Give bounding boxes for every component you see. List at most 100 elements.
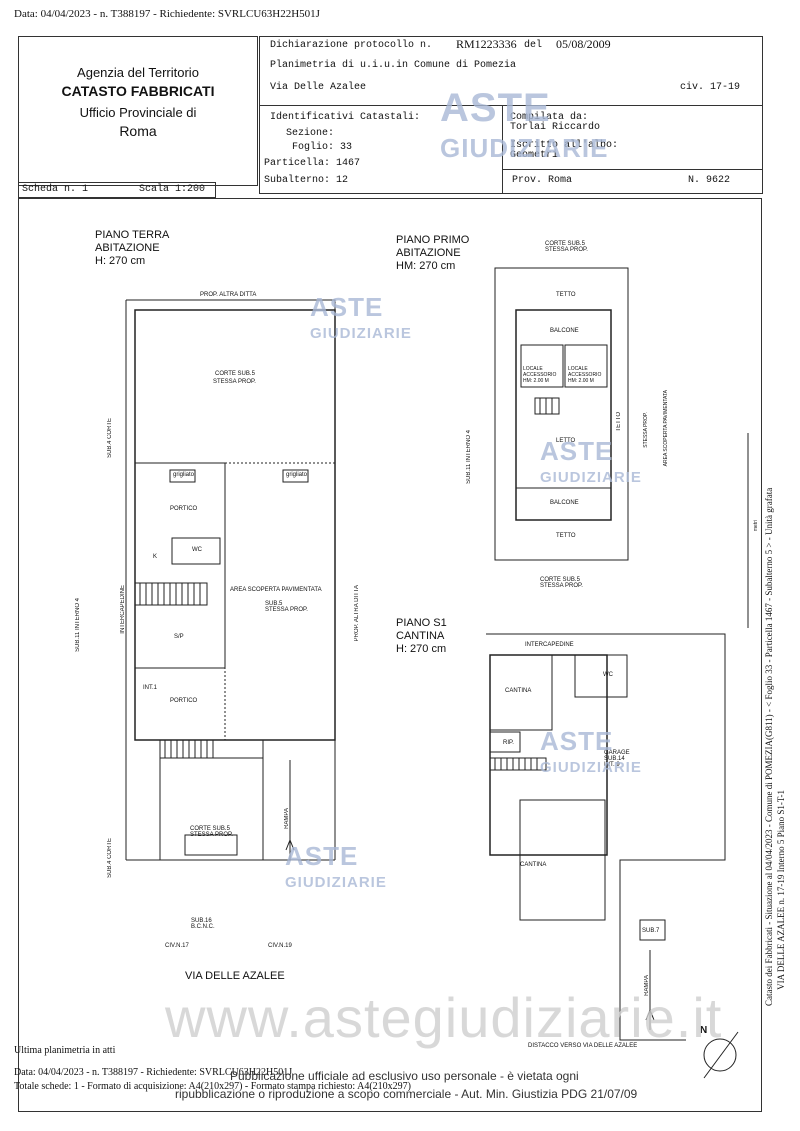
primo-side-stessa: STESSA PROP. — [643, 412, 649, 448]
locale-2: LOCALE — [568, 366, 588, 372]
agency-box: Agenzia del Territorio CATASTO FABBRICAT… — [18, 36, 258, 186]
identificativi-label: Identificativi Catastali: — [270, 112, 421, 123]
agency-city: Roma — [119, 123, 157, 139]
corte-sub5-label: CORTE SUB.5 — [215, 371, 255, 377]
primo-stessa-bottom: STESSA PROP. — [540, 583, 583, 589]
s1-stairs — [489, 757, 547, 771]
piano-primo-outline — [494, 267, 629, 561]
dichiarazione-label: Dichiarazione protocollo n. — [270, 40, 433, 51]
sezione-label: Sezione: — [286, 128, 335, 139]
stair-steps — [139, 583, 201, 605]
wm-giud-3: GIUDIZIARIE — [540, 469, 642, 486]
scheda-box: Scheda n. 1 Scala 1:200 — [18, 182, 216, 198]
particella-value: Particella: 1467 — [264, 158, 361, 169]
watermark-aste-2: ASTE GIUDIZIARIE — [310, 294, 412, 345]
footer-totale: Totale schede: 1 - Formato di acquisizio… — [14, 1081, 411, 1092]
corte-label: CORTE — [107, 418, 113, 439]
compass-north-icon: N — [700, 1025, 708, 1036]
prov-value: Prov. Roma — [512, 175, 573, 186]
wm-aste-4: ASTE — [540, 726, 614, 756]
primo-interno4: INTERNO 4 — [466, 430, 472, 463]
portico-upper-label: PORTICO — [170, 506, 198, 512]
piano-terra-name: PIANO TERRA — [95, 229, 170, 241]
civ17-label: CIV.N.17 — [165, 943, 189, 949]
header-divider — [260, 105, 762, 106]
planimetria-label: Planimetria di u.i.u.in Comune di Pomezi… — [270, 60, 517, 71]
agency-office: Ufficio Provinciale di — [79, 105, 197, 120]
protocol-date: 05/08/2009 — [556, 37, 611, 51]
sub5-label: SUB.5 — [265, 601, 283, 607]
locale-1: LOCALE — [523, 366, 543, 372]
s1-sub7-box — [639, 919, 666, 941]
s1-garage: GARAGE — [604, 750, 630, 756]
s1-cantina-label: CANTINA — [505, 688, 532, 694]
wm-aste-2: ASTE — [310, 292, 384, 322]
sub4-lower: SUB.4 — [107, 860, 113, 878]
scale-bar-label: metri — [753, 520, 759, 532]
stessa-prop-label-2: STESSA PROP. — [265, 607, 308, 613]
primo-area-scoperta: AREA SCOPERTA PAVIMENTATA — [663, 390, 669, 467]
hm-2: HM: 2.00 M — [568, 378, 594, 384]
hm-1: HM: 2.00 M — [523, 378, 549, 384]
intercapedine-label: INTERCAPEDINE — [120, 585, 126, 634]
corte-sub5-lower: CORTE SUB.5 — [190, 826, 230, 832]
civ19-label: CIV.N.19 — [268, 943, 292, 949]
accessorio-1: ACCESSORIO — [523, 372, 557, 378]
via-delle-azalee-label: VIA DELLE AZALEE — [185, 970, 285, 982]
grigliato-right-label: grigliato — [286, 472, 308, 478]
primo-corte-top: CORTE SUB.5 — [545, 241, 585, 247]
bcnc-text: B.C.N.C. — [191, 924, 215, 930]
wm-aste-5: ASTE — [285, 841, 359, 871]
agency-catasto: CATASTO FABBRICATI — [61, 83, 215, 99]
scheda-number: Scheda n. 1 — [22, 184, 89, 195]
publication-notice-1: Pubblicazione ufficiale ad esclusivo uso… — [230, 1069, 579, 1083]
int1-label: INT.1 — [143, 685, 158, 691]
footer-request-line: Data: 04/04/2023 - n. T388197 - Richiede… — [14, 1067, 293, 1078]
compilatore-name: Torlai Riccardo — [510, 122, 601, 133]
piano-s1-title: PIANO S1 CANTINA H: 270 cm — [396, 617, 447, 656]
s1-wc-room — [574, 654, 628, 698]
sub4-corte-lower: SUB.4 CORTE — [107, 838, 113, 878]
balcone-top: BALCONE — [550, 328, 579, 334]
s1-cantina-large — [519, 799, 606, 921]
s1-int9: INT. 9 — [604, 762, 620, 768]
rampa-arrow — [285, 760, 295, 860]
corte-lower: CORTE — [107, 838, 113, 859]
lower-stairs — [159, 739, 264, 759]
s1-cantina-room — [489, 654, 553, 731]
del-label: del — [524, 40, 543, 51]
sub16-box — [184, 834, 238, 856]
primo-sub11: SUB.11 — [466, 463, 472, 484]
wm-aste-1: ASTE — [440, 86, 551, 130]
balcone-bottom: BALCONE — [550, 500, 579, 506]
wm-giud-5: GIUDIZIARIE — [285, 874, 387, 891]
lower-stair-steps — [164, 740, 214, 758]
stairs-primo — [534, 397, 560, 415]
piano-primo-use: ABITAZIONE — [396, 247, 461, 259]
wm-giud-1: GIUDIZIARIE — [440, 133, 609, 163]
piano-s1-height: H: 270 cm — [396, 643, 447, 655]
side-note-line2: VIA DELLE AZALEE n. 17-19 Interno 5 Pian… — [776, 790, 786, 990]
s1-sub14: SUB.14 — [604, 756, 625, 762]
piano-primo-name: PIANO PRIMO — [396, 234, 470, 246]
s1-distacco-label: DISTACCO VERSO VIA DELLE AZALEE — [528, 1043, 638, 1049]
s1-rampa-arrow — [645, 950, 655, 1030]
sub11-interno4-label: SUB.11 INTERNO 4 — [75, 598, 81, 652]
sub16-text: SUB.16 — [191, 918, 212, 924]
piano-primo-house — [515, 309, 612, 521]
agency-name: Agenzia del Territorio — [77, 65, 199, 80]
albo-number: N. 9622 — [688, 175, 731, 186]
wm-giud-2: GIUDIZIARIE — [310, 325, 412, 342]
s1-rip-room — [489, 731, 521, 753]
